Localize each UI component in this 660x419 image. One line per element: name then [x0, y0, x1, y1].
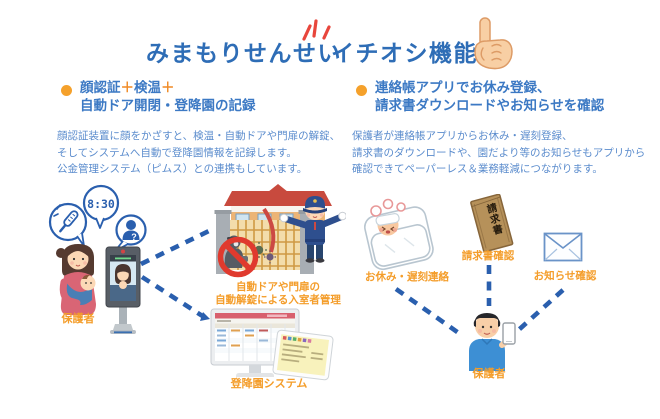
table-rows	[215, 324, 295, 361]
system-label: 登降園システム	[230, 378, 308, 390]
body-line: 確認できてペーパーレス＆業務軽減につながります。	[352, 163, 603, 175]
right-section-heading: 連絡帳アプリでお休み登録、 請求書ダウンロードやお知らせを確認	[375, 79, 604, 114]
invoice-label: 請求書確認	[461, 250, 515, 262]
smartphone-icon	[502, 322, 516, 345]
tablet-illustration	[272, 329, 334, 381]
attendance-system-illustration	[210, 308, 334, 381]
gate-caption-line1: 自動ドアや門扉の	[236, 281, 320, 293]
guardian-label-left: 保護者	[61, 313, 95, 325]
left-section-heading: 顔認証＋検温＋ 自動ドア開閉・登降園の記録	[80, 79, 256, 114]
mail-envelope-icon	[543, 232, 583, 262]
clock-icon: 8:30	[82, 184, 120, 229]
steam-puffs	[370, 198, 406, 217]
camera-light	[121, 249, 125, 254]
sick-child-illustration	[364, 198, 434, 271]
gate-caption-line2: 自動解錠による入室者管理	[215, 294, 341, 306]
right-heading-line1: 連絡帳アプリでお休み登録、	[375, 80, 551, 95]
guardian-father-illustration	[469, 313, 516, 371]
left-section-body: 顔認証装置に顔をかざすと、検温・自動ドアや門扉の解錠、 そしてシステムへ自動で登…	[57, 128, 340, 178]
question-mark: ?	[131, 232, 137, 242]
guardian-mother-illustration	[56, 244, 96, 315]
plus-icon: ＋	[161, 80, 175, 95]
gate-caption: 自動ドアや門扉の 自動解錠による入室者管理	[208, 281, 348, 307]
emphasis-marks-icon	[302, 19, 331, 41]
security-guard-illustration	[279, 196, 346, 263]
notice-label: お知らせ確認	[533, 270, 597, 282]
right-section-body: 保護者が連絡帳アプリからお休み・遅刻登録、 請求書のダウンロードや、園だより等の…	[352, 128, 645, 178]
body-line: 公金管理システム（ピムス）との連携もしています。	[57, 163, 308, 175]
body-line: 顔認証装置に顔をかざすと、検温・自動ドアや門扉の解錠、	[57, 130, 341, 142]
absence-label: お休み・遅刻連絡	[365, 271, 449, 283]
body-line: 請求書のダウンロードや、園だより等のお知らせもアプリから	[352, 146, 646, 159]
bullet-icon	[356, 85, 367, 96]
heading-text: 顔認証	[80, 80, 121, 95]
no-entry-icon	[217, 236, 259, 278]
invoice-envelope-icon	[470, 194, 514, 253]
speech-bubbles: 8:30 ?	[48, 184, 147, 252]
face-recognition-kiosk-illustration	[105, 246, 141, 334]
school-gate-illustration	[214, 184, 346, 278]
guardian-label-right: 保護者	[472, 368, 506, 380]
plus-icon: ＋	[120, 80, 135, 95]
unknown-person-icon: ?	[114, 214, 147, 252]
page-title-part2: イチオシ機能	[331, 40, 478, 66]
right-heading-line2: 請求書ダウンロードやお知らせを確認	[375, 97, 605, 113]
clock-time: 8:30	[87, 197, 115, 211]
thermometer-icon	[48, 202, 88, 247]
heading-text: 検温	[134, 80, 161, 95]
body-line: 保護者が連絡帳アプリからお休み・遅刻登録、	[352, 130, 573, 142]
left-heading-line1: 顔認証＋検温＋	[80, 79, 256, 97]
left-heading-line2: 自動ドア開閉・登降園の記録	[80, 97, 256, 113]
body-line: そしてシステムへ自動で登降園情報を記録します。	[57, 146, 297, 159]
page-title-part1: みまもりせんせい	[146, 40, 342, 66]
bullet-icon	[61, 85, 72, 96]
tablet-buttons	[282, 335, 312, 343]
pointing-hand-icon	[474, 17, 513, 70]
